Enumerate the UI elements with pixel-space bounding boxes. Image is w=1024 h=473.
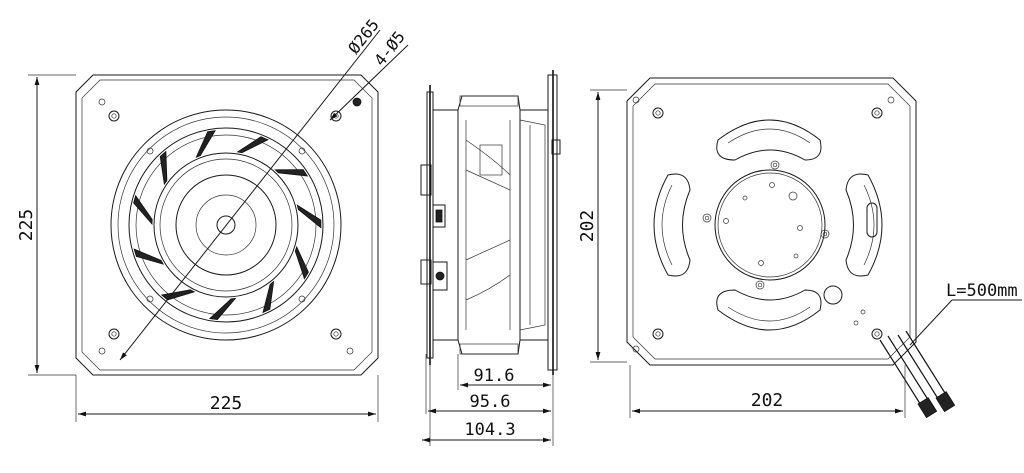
side-dim-2: 95.6 — [470, 392, 511, 412]
opening-right — [845, 173, 883, 277]
cable-length-label: L=500mm — [946, 281, 1018, 301]
impeller-blade — [133, 248, 165, 265]
opening-bottom — [716, 289, 822, 331]
opening-top — [716, 119, 822, 161]
rear-plate — [626, 77, 917, 366]
outer-ring — [110, 109, 342, 341]
front-view: Ø265 4-Ø5 225 225 — [16, 15, 409, 422]
impeller-blade — [160, 289, 196, 301]
impeller-blade — [262, 280, 275, 314]
impeller-blade — [274, 169, 309, 177]
impeller-blades — [133, 130, 322, 321]
impeller-blade — [296, 204, 322, 229]
impeller-blade — [236, 136, 269, 154]
front-width-label: 225 — [210, 393, 243, 414]
hub — [153, 152, 299, 298]
impeller-blade — [208, 297, 237, 321]
rear-width-label: 202 — [751, 390, 784, 411]
impeller-blade — [159, 150, 168, 186]
impeller-blade — [195, 130, 216, 158]
side-view: 91.6 95.6 104.3 — [420, 70, 561, 446]
front-frame — [75, 74, 379, 376]
cable — [879, 330, 956, 419]
side-dim-1: 91.6 — [474, 366, 515, 386]
rear-view: L=500mm 202 202 — [577, 77, 1022, 419]
rear-height-label: 202 — [577, 210, 598, 243]
impeller-blade — [294, 245, 309, 280]
front-height-label: 225 — [16, 209, 37, 242]
front-mounting-holes — [98, 97, 362, 355]
side-dim-3: 104.3 — [464, 420, 515, 440]
motor-disc — [714, 169, 826, 281]
impeller-blade — [133, 194, 153, 225]
opening-left — [653, 173, 691, 277]
rear-mounting-holes — [632, 96, 895, 353]
